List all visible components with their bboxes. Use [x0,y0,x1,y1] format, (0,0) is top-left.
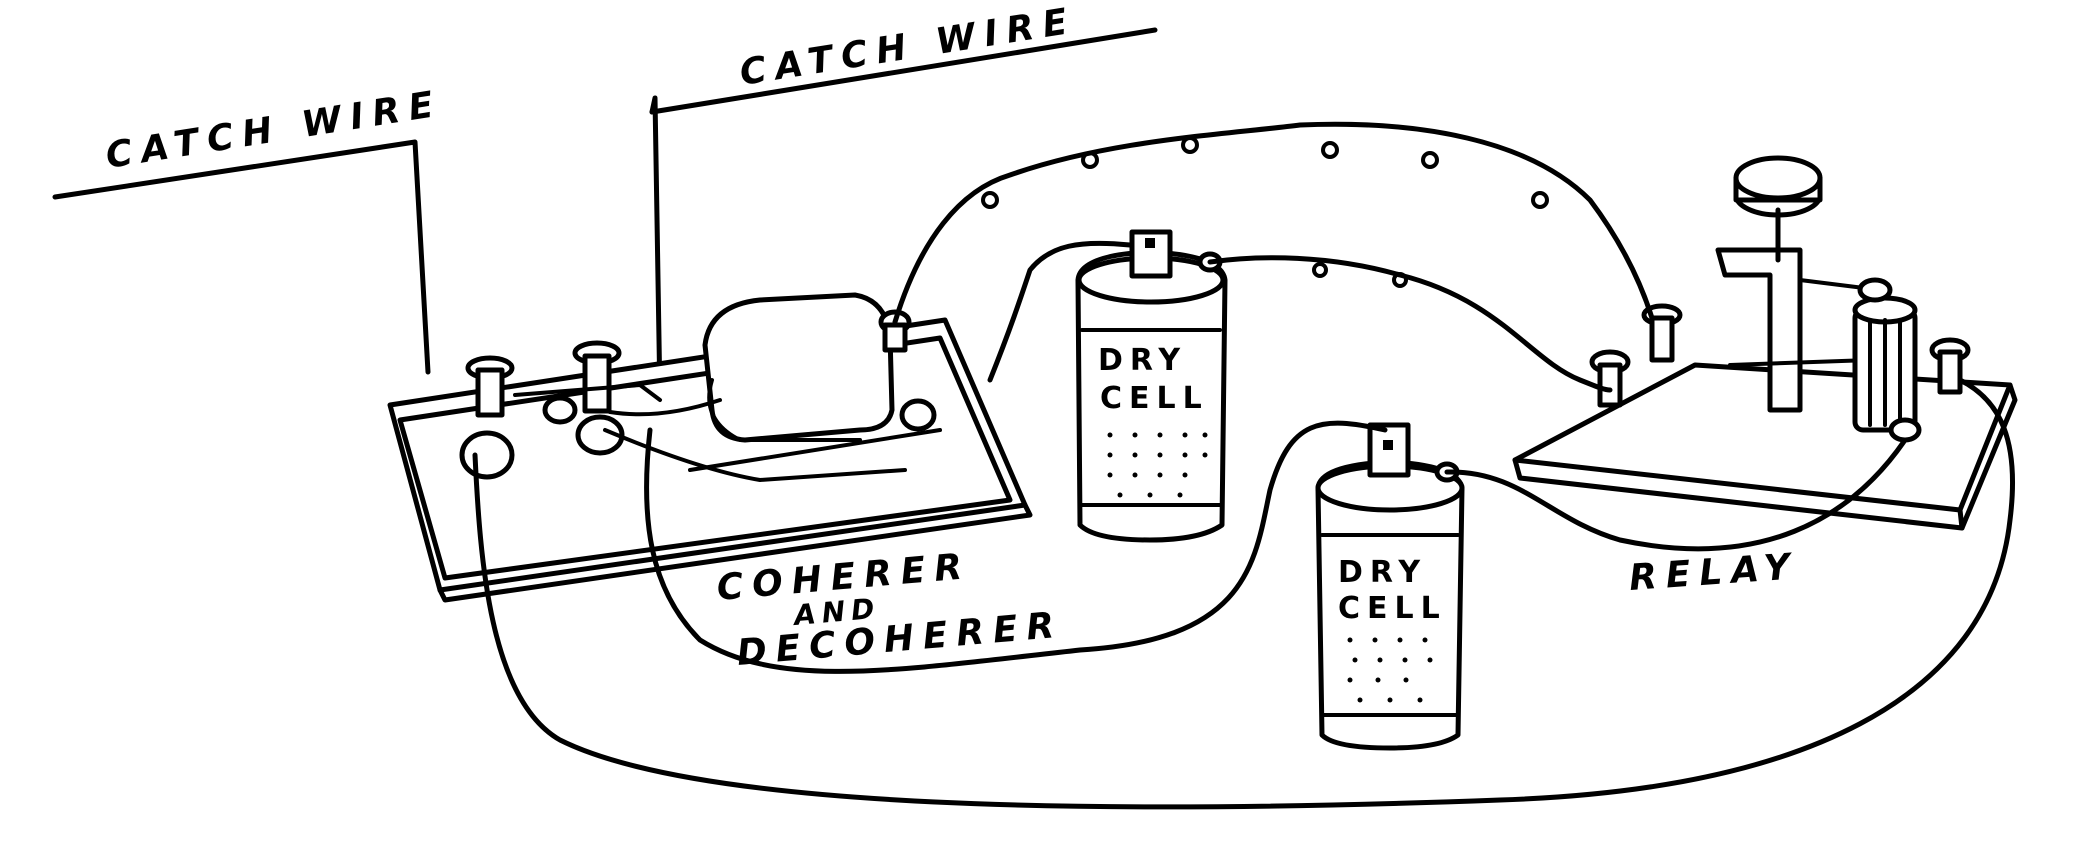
catch-wire-right [649,27,1158,403]
label-decoherer: DECOHERER [735,605,1065,674]
cell1-label-line2: CELL [1100,381,1209,416]
cell2-label-line2: CELL [1338,591,1447,626]
catch-wire-left [52,139,431,375]
label-and: AND [791,592,882,633]
relay-unit [1512,155,2018,531]
label-relay: RELAY [1628,546,1801,599]
circuit-wires [472,121,2015,810]
dry-cell-1: DRY CELL [1075,229,1228,543]
cell1-label-line1: DRY [1098,343,1187,378]
dry-cell-2: DRY CELL [1315,422,1465,751]
cell2-label-line1: DRY [1338,555,1427,590]
label-catch-wire-right: CATCH WIRE [737,0,1079,94]
coherer-decoherer-unit [387,292,1033,603]
